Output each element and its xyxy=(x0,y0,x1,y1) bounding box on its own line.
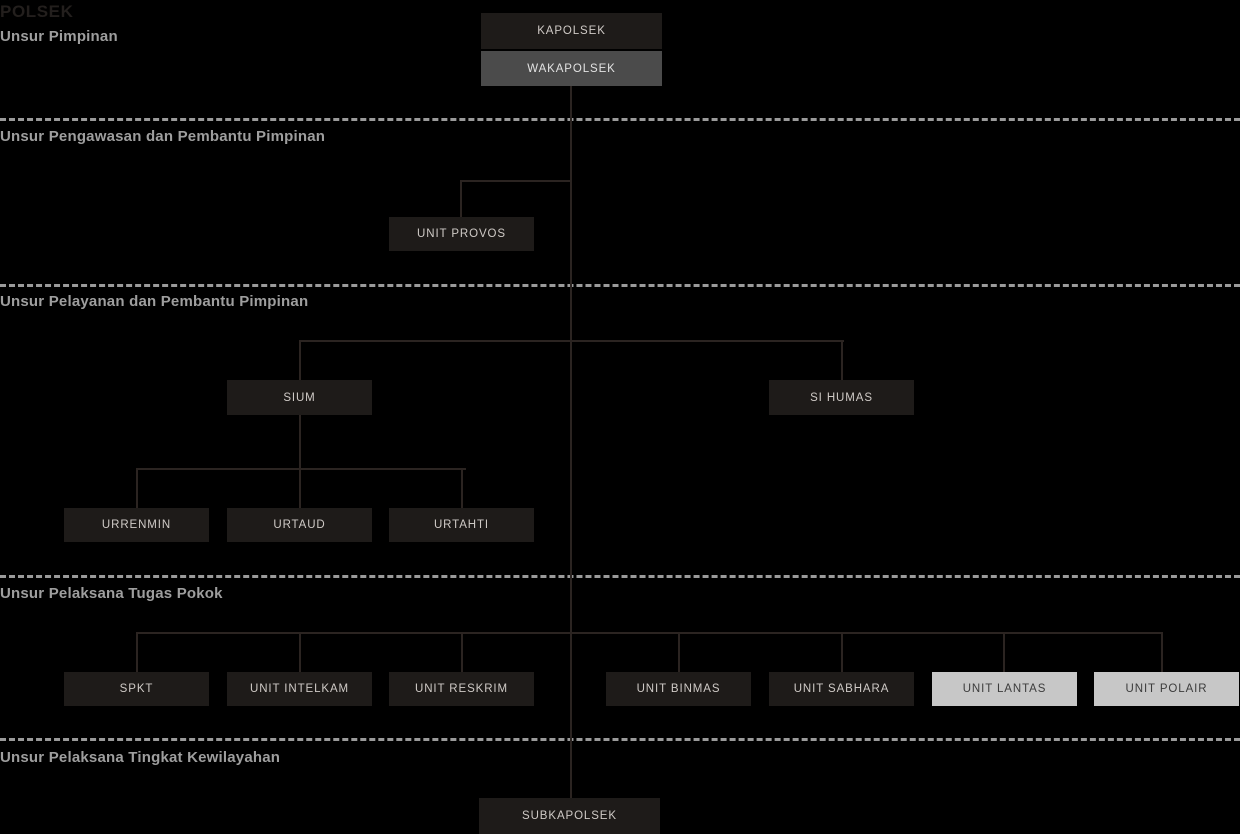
node-unit-polair[interactable]: UNIT POLAIR xyxy=(1094,672,1239,706)
node-unit-lantas[interactable]: UNIT LANTAS xyxy=(932,672,1077,706)
section-label-unsur-kewilayahan: Unsur Pelaksana Tingkat Kewilayahan xyxy=(0,749,281,766)
node-unit-reskrim[interactable]: UNIT RESKRIM xyxy=(389,672,534,706)
connector-tugas-pokok-bar xyxy=(136,632,1162,634)
connector-sium-stem xyxy=(299,415,301,468)
connector-sabhara-drop xyxy=(841,632,843,672)
connector-urtaud-drop xyxy=(299,468,301,508)
connector-urrenmin-drop xyxy=(136,468,138,508)
connector-urtahti-drop xyxy=(461,468,463,508)
node-wakapolsek[interactable]: WAKAPOLSEK xyxy=(481,51,662,86)
node-urtahti[interactable]: URTAHTI xyxy=(389,508,534,542)
node-unit-sabhara[interactable]: UNIT SABHARA xyxy=(769,672,914,706)
section-label-unsur-pelayanan: Unsur Pelayanan dan Pembantu Pimpinan xyxy=(0,293,309,310)
connector-sium-drop xyxy=(299,340,301,380)
page-title: POLSEK xyxy=(0,2,74,21)
section-label-unsur-pimpinan: Unsur Pimpinan xyxy=(0,28,118,45)
node-sium[interactable]: SIUM xyxy=(227,380,372,415)
connector-provos-vertical xyxy=(460,180,462,217)
connector-provos-horizontal xyxy=(460,180,572,182)
connector-lantas-drop xyxy=(1003,632,1005,672)
section-divider-3 xyxy=(0,575,1240,578)
section-divider-1 xyxy=(0,118,1240,121)
node-urrenmin[interactable]: URRENMIN xyxy=(64,508,209,542)
connector-sihumas-drop xyxy=(841,340,843,380)
connector-spkt-drop xyxy=(136,632,138,672)
connector-main-spine-lower xyxy=(570,633,572,798)
section-label-unsur-pengawasan: Unsur Pengawasan dan Pembantu Pimpinan xyxy=(0,128,326,145)
connector-intelkam-drop xyxy=(299,632,301,672)
section-divider-2 xyxy=(0,284,1240,287)
node-unit-intelkam[interactable]: UNIT INTELKAM xyxy=(227,672,372,706)
node-urtaud[interactable]: URTAUD xyxy=(227,508,372,542)
node-spkt[interactable]: SPKT xyxy=(64,672,209,706)
node-subkapolsek[interactable]: SUBKAPOLSEK xyxy=(479,798,660,834)
node-si-humas[interactable]: SI HUMAS xyxy=(769,380,914,415)
connector-main-spine-upper xyxy=(570,86,572,633)
section-divider-4 xyxy=(0,738,1240,741)
connector-pelayanan-bar xyxy=(299,340,844,342)
connector-polair-drop xyxy=(1161,632,1163,672)
section-label-unsur-tugas-pokok: Unsur Pelaksana Tugas Pokok xyxy=(0,585,223,602)
node-kapolsek[interactable]: KAPOLSEK xyxy=(481,13,662,49)
node-unit-binmas[interactable]: UNIT BINMAS xyxy=(606,672,751,706)
connector-sium-children-bar xyxy=(136,468,466,470)
connector-binmas-drop xyxy=(678,632,680,672)
connector-reskrim-drop xyxy=(461,632,463,672)
node-unit-provos[interactable]: UNIT PROVOS xyxy=(389,217,534,251)
